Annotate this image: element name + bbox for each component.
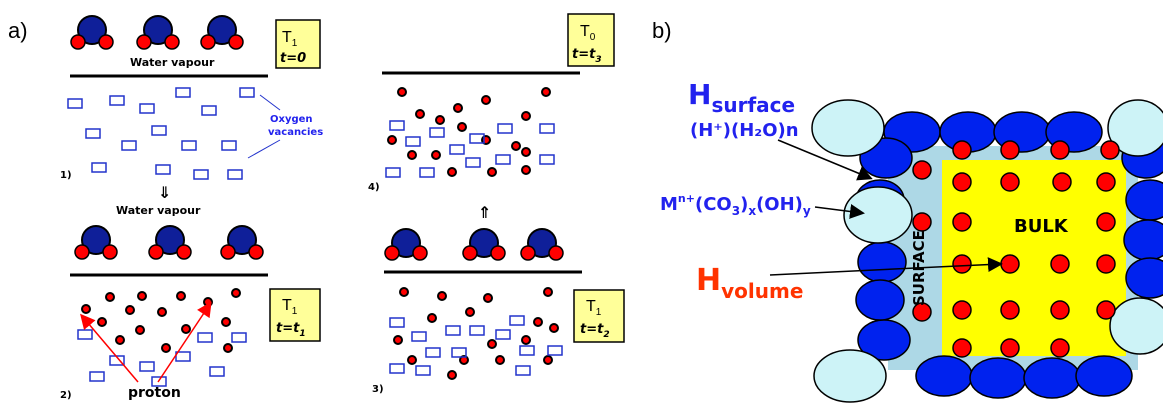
stage-time-3: t=t1 <box>276 321 306 339</box>
h-volume-arrow <box>769 257 1003 276</box>
stage-temp-4: T1 <box>586 298 602 318</box>
pointer-arrow <box>247 139 281 159</box>
metal-formula-label: Mn+(CO3)x(OH)y <box>660 192 811 218</box>
water-molecule <box>462 228 506 261</box>
water-molecule <box>70 15 114 50</box>
vacancies-label: vacancies <box>268 127 323 138</box>
panel-label-a: a) <box>8 18 28 43</box>
water-molecules-top-3 <box>384 228 564 261</box>
water-vapour-label-2: Water vapour <box>116 204 201 217</box>
oxygen-vacancies-1 <box>67 87 255 180</box>
corner-particles <box>811 99 1163 403</box>
water-molecules-top-2 <box>74 225 264 260</box>
water-molecule <box>220 225 264 260</box>
h-volume-label: Hvolume <box>696 263 803 303</box>
water-molecule <box>384 228 428 261</box>
metal-formula-arrow <box>814 204 865 219</box>
water-molecule <box>148 225 192 260</box>
stage-time-2: t=t3 <box>572 47 602 65</box>
water-molecule <box>200 15 244 50</box>
step-label-4: 4) <box>368 182 380 193</box>
h-surface-formula: (H⁺)(H₂O)n <box>690 120 799 141</box>
stage-temp-3: T1 <box>282 297 298 317</box>
water-molecule <box>520 228 564 261</box>
step-label-2: 2) <box>60 390 72 401</box>
stage-time-1: t=0 <box>280 51 306 66</box>
protons-3 <box>393 287 559 380</box>
stage-temp-2: T0 <box>580 23 596 43</box>
down-arrow-1: ⇓ <box>158 183 171 202</box>
oxygen-vacancies-4 <box>385 120 555 178</box>
water-molecule <box>74 225 118 260</box>
water-molecule <box>136 15 180 50</box>
water-vapour-label-1: Water vapour <box>130 56 215 69</box>
protons-2 <box>81 288 241 353</box>
step-label-3: 3) <box>372 384 384 395</box>
bulk-label: BULK <box>1014 216 1069 237</box>
stage-temp-1: T1 <box>282 29 298 49</box>
stage-box-1: T1 t=0 <box>275 19 321 69</box>
h-surface-arrow <box>777 139 873 181</box>
particle-diagram: BULK SURFACE <box>811 99 1163 403</box>
protons-4 <box>387 87 551 177</box>
stage-box-3: T1 t=t1 <box>269 288 321 342</box>
proton-label: proton <box>128 385 181 401</box>
water-molecules-top-1 <box>70 15 244 50</box>
oxygen-label: Oxygen <box>270 114 313 125</box>
panel-step-2: proton 2) <box>60 225 268 401</box>
oxygen-vacancies-3 <box>389 315 563 376</box>
panel-step-4: 4) <box>368 71 580 193</box>
panel-step-1: Water vapour Oxygen vacancies 1) <box>60 15 323 181</box>
proton-arrow-right <box>157 301 212 383</box>
h-surface-label: Hsurface <box>688 78 795 117</box>
stage-box-4: T1 t=t2 <box>573 289 625 343</box>
panel-label-b: b) <box>652 18 672 43</box>
bulk-core <box>942 160 1126 356</box>
stage-box-2: T0 t=t3 <box>567 13 615 67</box>
oxygen-vacancies-annotation: Oxygen vacancies <box>247 94 323 159</box>
panel-step-3: 3) <box>372 228 582 395</box>
up-arrow: ⇑ <box>478 203 491 222</box>
proton-arrow-left <box>80 313 139 383</box>
step-label-1: 1) <box>60 170 72 181</box>
bulk-protons <box>912 140 1120 358</box>
oxygen-vacancies-2 <box>77 329 247 387</box>
pointer-arrow <box>259 94 281 111</box>
proton-arrows <box>80 301 212 383</box>
stage-time-4: t=t2 <box>580 322 610 340</box>
